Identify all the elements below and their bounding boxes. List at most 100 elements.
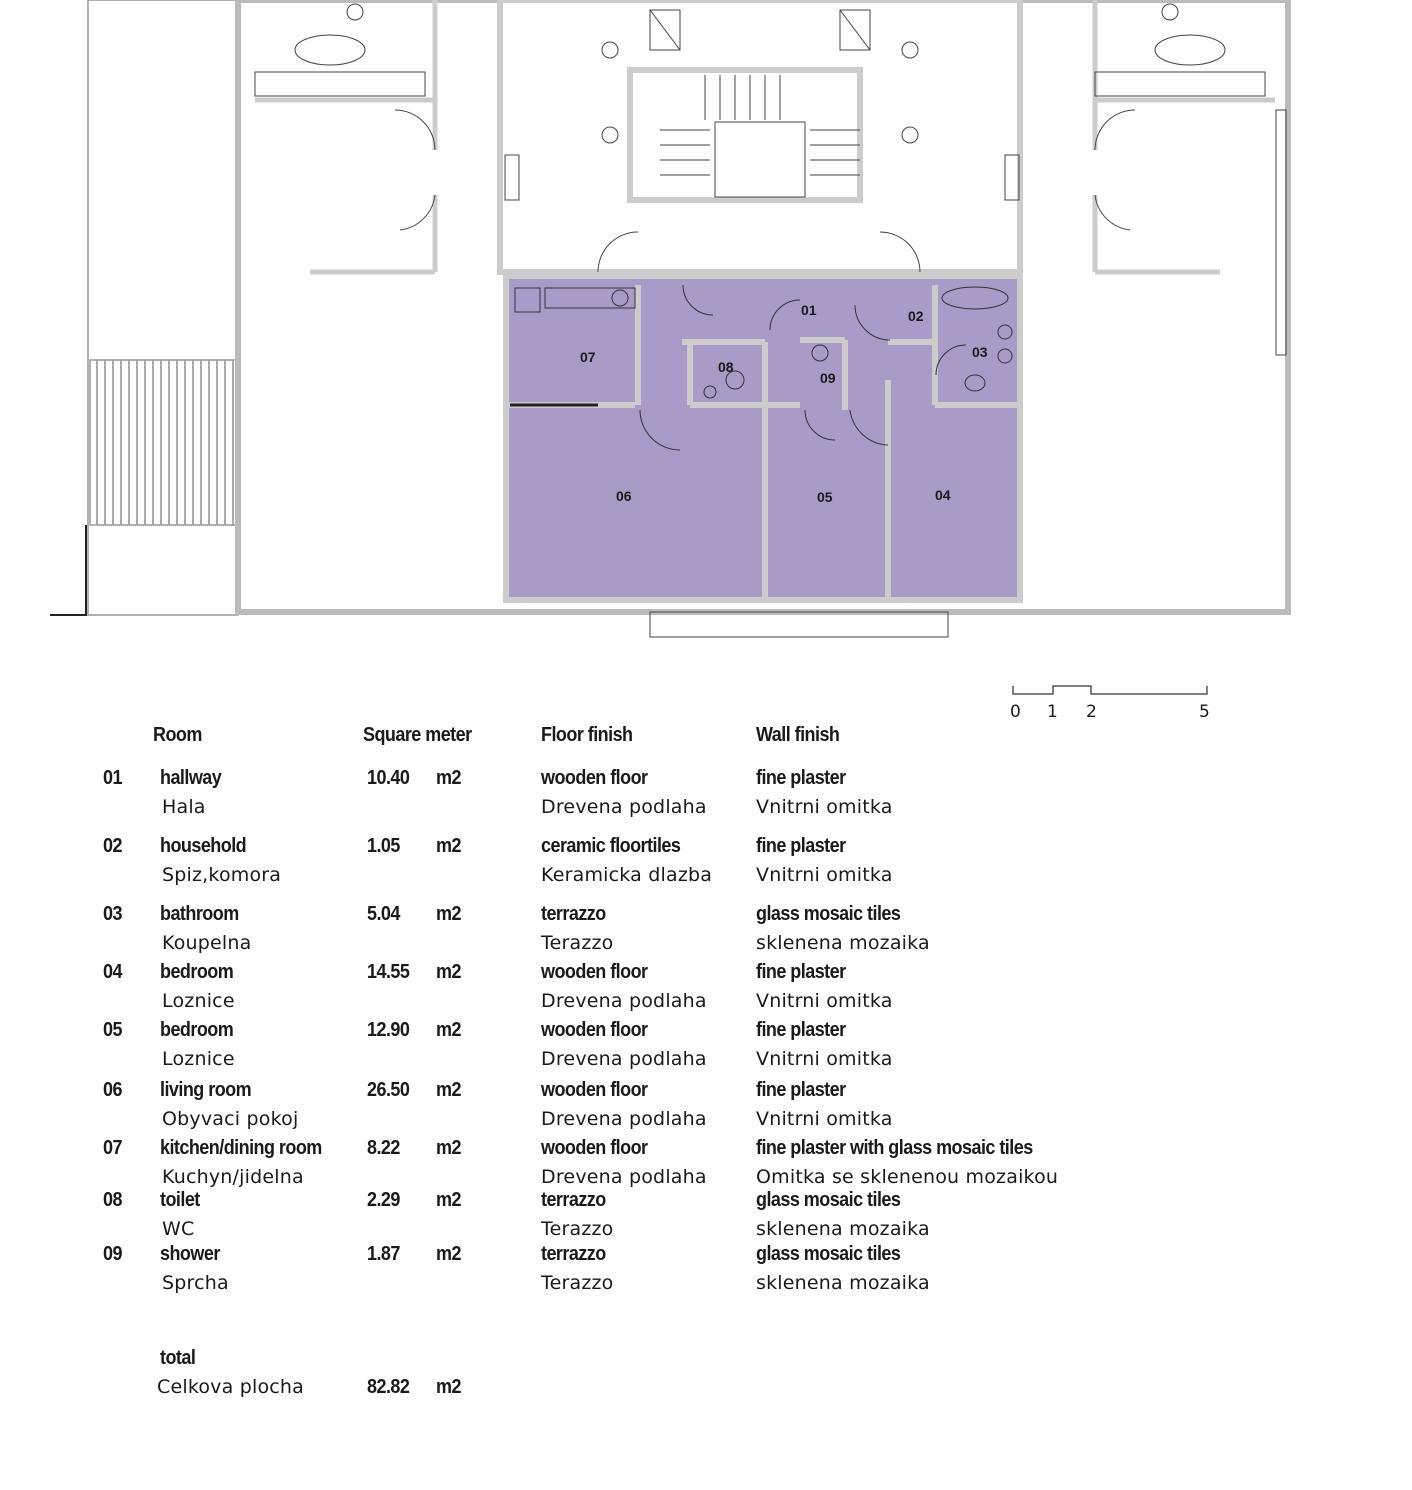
cell-name_cz: Obyvaci pokoj [162, 1108, 299, 1130]
cell-no: 06 [103, 1079, 122, 1101]
cell-area: 2.29 [367, 1189, 400, 1211]
cell-area: 12.90 [367, 1019, 410, 1041]
cell-name: household [160, 835, 247, 857]
room-label-01: 01 [801, 302, 817, 318]
room-label-04: 04 [935, 487, 951, 503]
total-label: total [160, 1347, 196, 1369]
header-room: Room [153, 724, 202, 746]
cell-wall: fine plaster [756, 1019, 846, 1041]
cell-floor_cz: Drevena podlaha [541, 1166, 707, 1188]
cell-name_cz: Kuchyn/jidelna [162, 1166, 304, 1188]
cell-floor: wooden floor [541, 767, 648, 789]
cell-name_cz: Sprcha [162, 1272, 229, 1294]
cell-wall_cz: Vnitrni omitka [756, 864, 893, 886]
cell-floor: wooden floor [541, 1019, 648, 1041]
cell-unit: m2 [436, 1079, 461, 1101]
cell-name_cz: Spiz,komora [162, 864, 282, 886]
cell-wall: glass mosaic tiles [756, 1243, 901, 1265]
cell-floor_cz: Keramicka dlazba [541, 864, 713, 886]
cell-name_cz: WC [162, 1218, 195, 1240]
cell-no: 05 [103, 1019, 122, 1041]
cell-area: 14.55 [367, 961, 410, 983]
room-label-05: 05 [817, 489, 833, 505]
header-wall: Wall finish [756, 724, 840, 746]
cell-wall_cz: sklenena mozaika [756, 1272, 930, 1294]
cell-floor_cz: Drevena podlaha [541, 1108, 707, 1130]
cell-area: 5.04 [367, 903, 400, 925]
cell-name_cz: Loznice [162, 990, 235, 1012]
cell-name: toilet [160, 1189, 200, 1211]
scale-tick-0: 0 [1010, 702, 1021, 722]
stair-core [627, 67, 863, 203]
scale-tick-2: 2 [1086, 702, 1097, 722]
room-label-07: 07 [580, 349, 596, 365]
cell-unit: m2 [436, 1137, 461, 1159]
cell-unit: m2 [436, 1189, 461, 1211]
cell-unit: m2 [436, 767, 461, 789]
cell-name: bedroom [160, 1019, 234, 1041]
cell-wall_cz: Vnitrni omitka [756, 1108, 893, 1130]
cell-wall: fine plaster [756, 1079, 846, 1101]
cell-wall_cz: sklenena mozaika [756, 932, 930, 954]
cell-wall: glass mosaic tiles [756, 1189, 901, 1211]
cell-name: kitchen/dining room [160, 1137, 322, 1159]
room-label-02: 02 [908, 308, 924, 324]
cell-name: living room [160, 1079, 252, 1101]
cell-floor: wooden floor [541, 1137, 648, 1159]
cell-wall_cz: Omitka se sklenenou mozaikou [756, 1166, 1059, 1188]
cell-wall_cz: Vnitrni omitka [756, 796, 893, 818]
cell-no: 08 [103, 1189, 122, 1211]
floor-plan [50, 0, 1291, 638]
cell-floor: wooden floor [541, 1079, 648, 1101]
cell-name: bedroom [160, 961, 234, 983]
cell-name_cz: Loznice [162, 1048, 235, 1070]
cell-floor_cz: Drevena podlaha [541, 1048, 707, 1070]
cell-unit: m2 [436, 1019, 461, 1041]
cell-no: 04 [103, 961, 122, 983]
cell-wall: glass mosaic tiles [756, 903, 901, 925]
cell-wall_cz: Vnitrni omitka [756, 990, 893, 1012]
cell-no: 02 [103, 835, 122, 857]
room-label-08: 08 [718, 359, 734, 375]
cell-floor: wooden floor [541, 961, 648, 983]
total-label-cz: Celkova plocha [157, 1376, 305, 1398]
scale-tick-1: 1 [1047, 702, 1058, 722]
total-unit: m2 [436, 1376, 461, 1398]
cell-wall: fine plaster with glass mosaic tiles [756, 1137, 1033, 1159]
cell-area: 1.87 [367, 1243, 400, 1265]
cell-name_cz: Hala [162, 796, 206, 818]
cell-no: 09 [103, 1243, 122, 1265]
apartment-highlight [503, 273, 1023, 603]
cell-wall_cz: Vnitrni omitka [756, 1048, 893, 1070]
room-label-06: 06 [616, 488, 632, 504]
cell-wall_cz: sklenena mozaika [756, 1218, 930, 1240]
header-floor: Floor finish [541, 724, 633, 746]
cell-floor_cz: Terazzo [541, 1218, 614, 1240]
cell-floor_cz: Terazzo [541, 932, 614, 954]
cell-floor: terrazzo [541, 903, 606, 925]
cell-name_cz: Koupelna [162, 932, 252, 954]
cell-floor_cz: Drevena podlaha [541, 990, 707, 1012]
cell-unit: m2 [436, 1243, 461, 1265]
cell-floor_cz: Drevena podlaha [541, 796, 707, 818]
room-label-03: 03 [972, 344, 988, 360]
cell-name: bathroom [160, 903, 239, 925]
cell-floor: terrazzo [541, 1243, 606, 1265]
cell-unit: m2 [436, 835, 461, 857]
cell-unit: m2 [436, 961, 461, 983]
cell-area: 1.05 [367, 835, 400, 857]
stair-hatch [89, 359, 237, 526]
cell-name: hallway [160, 767, 222, 789]
scale-tick-5: 5 [1199, 702, 1210, 722]
cell-unit: m2 [436, 903, 461, 925]
cell-area: 26.50 [367, 1079, 410, 1101]
cell-floor: terrazzo [541, 1189, 606, 1211]
cell-floor_cz: Terazzo [541, 1272, 614, 1294]
cell-wall: fine plaster [756, 767, 846, 789]
cell-floor: ceramic floortiles [541, 835, 681, 857]
cell-name: shower [160, 1243, 220, 1265]
scale-bar [1012, 685, 1208, 695]
cell-area: 8.22 [367, 1137, 400, 1159]
cell-wall: fine plaster [756, 961, 846, 983]
cell-no: 07 [103, 1137, 122, 1159]
